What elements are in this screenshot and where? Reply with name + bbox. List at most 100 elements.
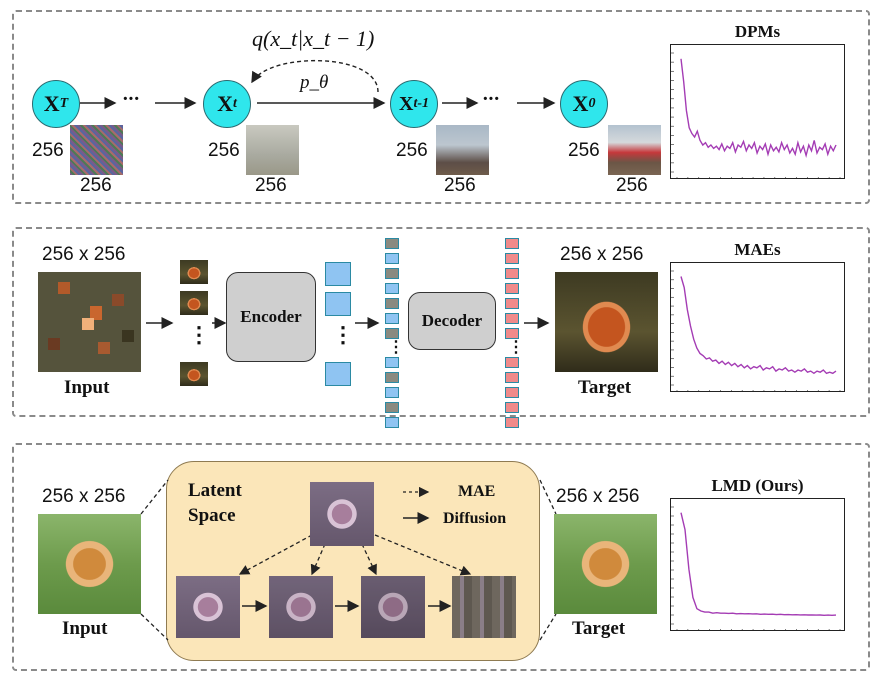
latent-token <box>385 283 399 294</box>
node-xt1-label: X <box>398 92 414 115</box>
dpm-loss-chart <box>670 44 845 179</box>
size-label: 256 <box>255 175 287 196</box>
masked-latent-step-1 <box>176 576 240 638</box>
mae-loss-chart <box>670 262 845 392</box>
size-label: 256 <box>396 140 428 161</box>
masked-fox-input-image <box>38 272 141 372</box>
target-label: Target <box>572 618 626 639</box>
decoded-token <box>505 298 519 309</box>
target-label: Target <box>578 377 632 398</box>
latent-token <box>385 372 399 383</box>
decoded-token <box>505 417 519 428</box>
size-label: 256 <box>32 140 64 161</box>
noisy-train-image <box>246 125 299 175</box>
legend-diffusion-label: Diffusion <box>443 510 507 527</box>
size-label: 256 <box>568 140 600 161</box>
latent-token <box>385 328 399 339</box>
node-xt-label: X <box>217 91 233 116</box>
node-x0-sub: 0 <box>588 96 596 111</box>
noise-image <box>70 125 123 175</box>
mae-title: MAEs <box>734 240 781 259</box>
p-label: p_θ <box>300 72 329 93</box>
size-label: 256 <box>208 140 240 161</box>
latent-label-line2: Space <box>188 505 236 526</box>
decoded-token-stack: ⋮ <box>505 238 524 432</box>
latent-token <box>385 387 399 398</box>
latent-token-stack: ⋮ <box>385 238 404 432</box>
decoded-token <box>505 372 519 383</box>
encoded-token <box>325 362 351 386</box>
corgi-target-image <box>554 514 657 614</box>
dpm-title: DPMs <box>734 22 781 41</box>
masked-latent-step-4 <box>452 576 516 638</box>
corgi-input-image <box>38 514 141 614</box>
q-label: q(x_t|x_t − 1) <box>252 26 375 51</box>
decoded-token <box>505 402 519 413</box>
legend-mae-label: MAE <box>458 483 496 500</box>
loss-curve <box>680 512 837 617</box>
size-label: 256 <box>616 175 648 196</box>
node-xT-label: X <box>43 91 60 116</box>
latent-token <box>385 268 399 279</box>
decoded-token <box>505 283 519 294</box>
target-size-label: 256 x 256 <box>560 244 644 265</box>
loss-curve <box>680 58 837 159</box>
visible-patch <box>180 362 208 386</box>
lmd-title: LMD (Ours) <box>711 476 804 495</box>
node-xt-sub: t <box>233 96 237 111</box>
token-vdots: ⋮ <box>388 339 404 356</box>
latent-token <box>385 417 399 428</box>
loss-curve <box>680 276 837 375</box>
decoded-token <box>505 268 519 279</box>
node-x0-label: X <box>572 91 589 116</box>
node-xT-sub: T <box>59 96 69 111</box>
mae-arrows <box>146 317 550 329</box>
latent-token <box>385 402 399 413</box>
latent-token <box>385 357 399 368</box>
size-label: 256 <box>80 175 112 196</box>
less-noisy-train-image <box>436 125 489 175</box>
decoded-token <box>505 238 519 249</box>
decoder-block: Decoder <box>408 292 496 350</box>
decoded-token <box>505 357 519 368</box>
dpm-panel <box>12 10 870 204</box>
latent-token <box>385 298 399 309</box>
fox-target-image <box>555 272 658 372</box>
dots-2: ··· <box>482 88 500 110</box>
latent-label-line1: Latent <box>188 480 242 501</box>
dpm-arrows <box>80 60 556 109</box>
lmd-lines <box>140 479 557 641</box>
input-size-label: 256 x 256 <box>42 486 126 507</box>
input-size-label: 256 x 256 <box>42 244 126 265</box>
masked-latent-step-3 <box>361 576 425 638</box>
latent-token <box>385 253 399 264</box>
token-vdots: ⋮ <box>332 322 354 347</box>
clean-train-image <box>608 125 661 175</box>
patch-vdots: ⋮ <box>188 322 210 347</box>
lmd-loss-chart <box>670 498 845 631</box>
size-label: 256 <box>444 175 476 196</box>
dots-1: ··· <box>122 88 140 110</box>
visible-patch <box>180 260 208 284</box>
decoded-token <box>505 253 519 264</box>
encoder-block: Encoder <box>226 272 316 362</box>
latent-token <box>385 238 399 249</box>
token-vdots: ⋮ <box>508 339 524 356</box>
node-xt1-sub: t-1 <box>413 96 429 111</box>
masked-latent-step-2 <box>269 576 333 638</box>
target-size-label: 256 x 256 <box>556 486 640 507</box>
latent-token <box>385 313 399 324</box>
encoded-token <box>325 292 351 316</box>
input-label: Input <box>62 618 108 639</box>
mae-panel <box>12 227 870 417</box>
visible-patch <box>180 291 208 315</box>
decoded-token <box>505 387 519 398</box>
encoded-token <box>325 262 351 286</box>
latent-corgi-image <box>310 482 374 546</box>
lmd-panel <box>12 443 870 671</box>
input-label: Input <box>64 377 110 398</box>
